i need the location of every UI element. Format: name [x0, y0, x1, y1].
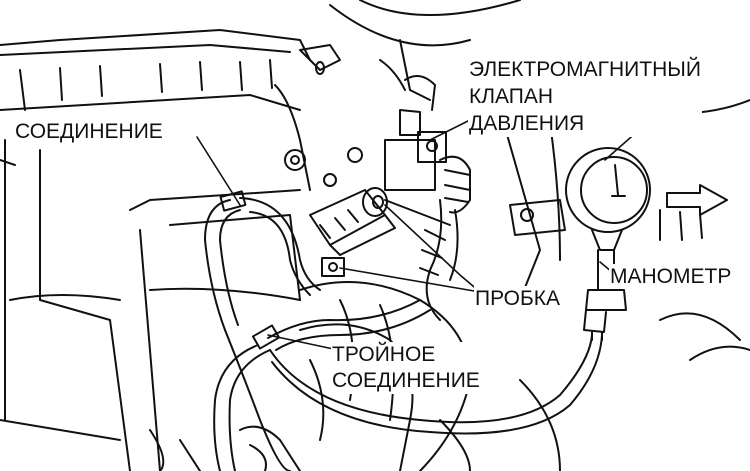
label-plug: ПРОБКА [474, 286, 561, 311]
label-tee-fitting-line-1: ТРОЙНОЕ [332, 343, 436, 366]
arrow-right-icon [666, 184, 728, 216]
pressure-gauge-icon [565, 147, 651, 341]
label-solenoid-valve: ЭЛЕКТРОМАГНИТНЫЙ КЛАПАН ДАВЛЕНИЯ [468, 56, 702, 137]
plug-assembly [309, 187, 451, 277]
label-solenoid-valve-line-2: КЛАПАН [469, 85, 554, 108]
test-hoses [204, 190, 603, 471]
label-pressure-gauge: МАНОМЕТР [609, 264, 733, 289]
label-tee-fitting-line-2: СОЕДИНЕНИЕ [332, 369, 480, 392]
label-solenoid-valve-line-1: ЭЛЕКТРОМАГНИТНЫЙ [469, 58, 701, 81]
label-solenoid-valve-line-3: ДАВЛЕНИЯ [469, 112, 585, 135]
label-connection: СОЕДИНЕНИЕ [14, 119, 164, 144]
label-tee-fitting: ТРОЙНОЕ СОЕДИНЕНИЕ [331, 342, 481, 394]
